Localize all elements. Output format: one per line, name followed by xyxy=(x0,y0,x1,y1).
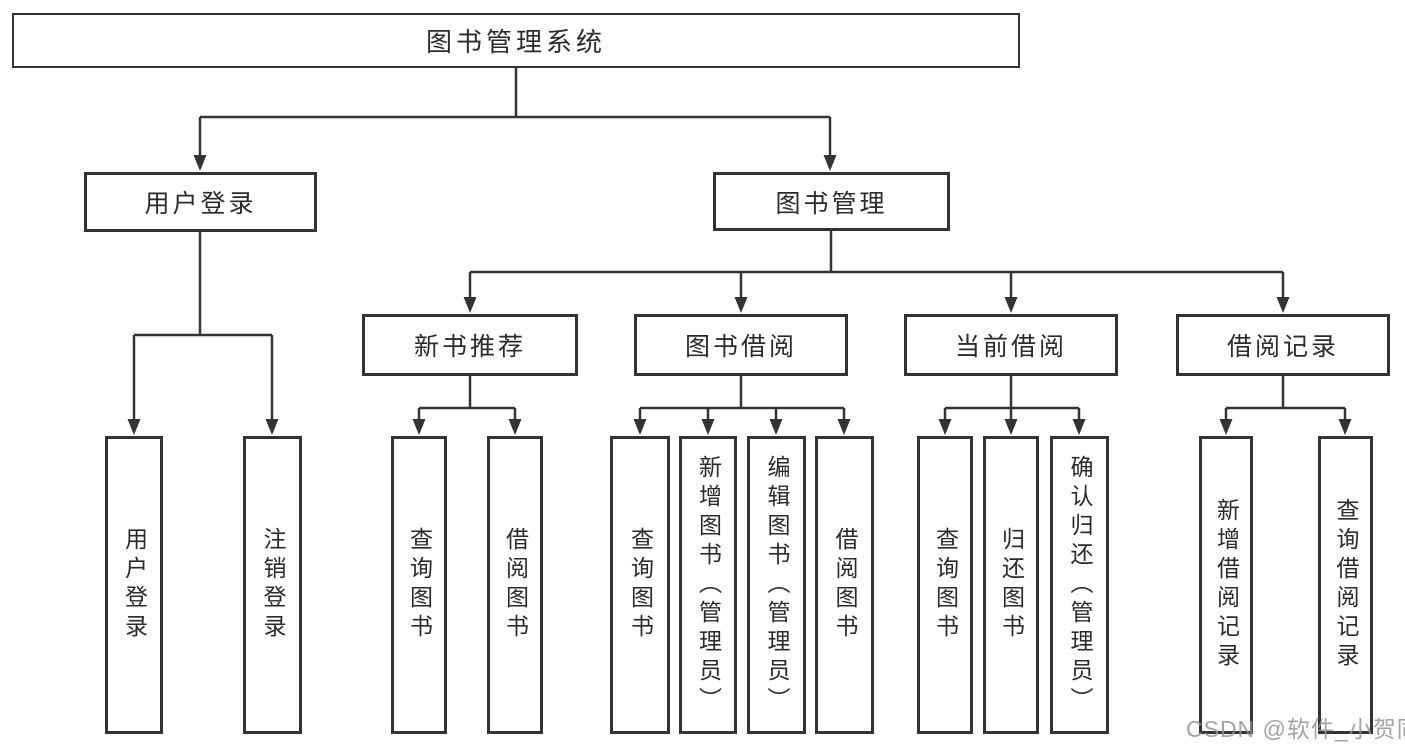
edge-borrow-records-children xyxy=(1224,376,1347,421)
node-book-borrow-label: 图书借阅 xyxy=(684,333,797,361)
node-user-login-label: 用户登录 xyxy=(144,190,257,218)
leaf-rec-borrow-books-label: 借阅图书 xyxy=(502,527,529,643)
leaf-user-login: 用户登录 xyxy=(105,436,163,734)
watermark: CSDN @软件_小贺同学 xyxy=(1186,716,1405,742)
node-borrow-records: 借阅记录 xyxy=(1176,314,1390,376)
leaf-user-login-label: 用户登录 xyxy=(121,527,148,643)
leaf-rec-query-books-label: 查询图书 xyxy=(406,527,433,643)
leaf-bb-borrow-books: 借阅图书 xyxy=(815,436,874,734)
leaf-bb-query-books-label: 查询图书 xyxy=(627,527,654,643)
leaf-cb-query-books-label: 查询图书 xyxy=(932,527,959,643)
leaf-br-add-record: 新增借阅记录 xyxy=(1199,436,1253,734)
node-new-book-rec: 新书推荐 xyxy=(362,314,578,376)
leaf-cb-return-books: 归还图书 xyxy=(983,436,1039,734)
node-book-mgmt: 图书管理 xyxy=(713,172,950,231)
leaf-logout: 注销登录 xyxy=(243,436,302,734)
leaf-cb-return-books-label: 归还图书 xyxy=(998,527,1025,643)
edge-user-login-children xyxy=(132,232,274,421)
node-current-borrow: 当前借阅 xyxy=(904,314,1118,376)
edge-new-book-rec-children xyxy=(417,376,517,421)
node-user-login: 用户登录 xyxy=(84,172,317,232)
leaf-bb-add-books-admin-label: 新增图书（管理员） xyxy=(695,454,722,716)
edge-book-mgmt-children xyxy=(468,231,1285,299)
node-root: 图书管理系统 xyxy=(12,13,1020,68)
node-current-borrow-label: 当前借阅 xyxy=(954,333,1067,361)
leaf-cb-query-books: 查询图书 xyxy=(917,436,973,734)
edge-current-borrow-children xyxy=(943,376,1081,421)
leaf-rec-borrow-books: 借阅图书 xyxy=(487,436,543,734)
leaf-br-query-record-label: 查询借阅记录 xyxy=(1333,498,1359,672)
leaf-rec-query-books: 查询图书 xyxy=(391,436,447,734)
edge-book-borrow-children xyxy=(638,376,846,421)
node-borrow-records-label: 借阅记录 xyxy=(1226,333,1339,361)
leaf-cb-confirm-return-admin-label: 确认归还（管理员） xyxy=(1067,454,1093,716)
leaf-br-query-record: 查询借阅记录 xyxy=(1318,436,1373,734)
edge-root-to-level2 xyxy=(198,68,832,156)
leaf-bb-edit-books-admin: 编辑图书（管理员） xyxy=(747,436,806,734)
node-book-borrow: 图书借阅 xyxy=(634,314,848,376)
node-new-book-rec-label: 新书推荐 xyxy=(413,333,526,361)
node-root-label: 图书管理系统 xyxy=(425,27,606,57)
leaf-bb-query-books: 查询图书 xyxy=(610,436,670,734)
leaf-logout-label: 注销登录 xyxy=(260,527,286,643)
leaf-br-add-record-label: 新增借阅记录 xyxy=(1213,498,1240,672)
leaf-bb-borrow-books-label: 借阅图书 xyxy=(832,527,858,643)
leaf-cb-confirm-return-admin: 确认归还（管理员） xyxy=(1050,436,1109,734)
node-book-mgmt-label: 图书管理 xyxy=(775,189,888,218)
leaf-bb-add-books-admin: 新增图书（管理员） xyxy=(679,436,737,734)
leaf-bb-edit-books-admin-label: 编辑图书（管理员） xyxy=(764,454,790,716)
